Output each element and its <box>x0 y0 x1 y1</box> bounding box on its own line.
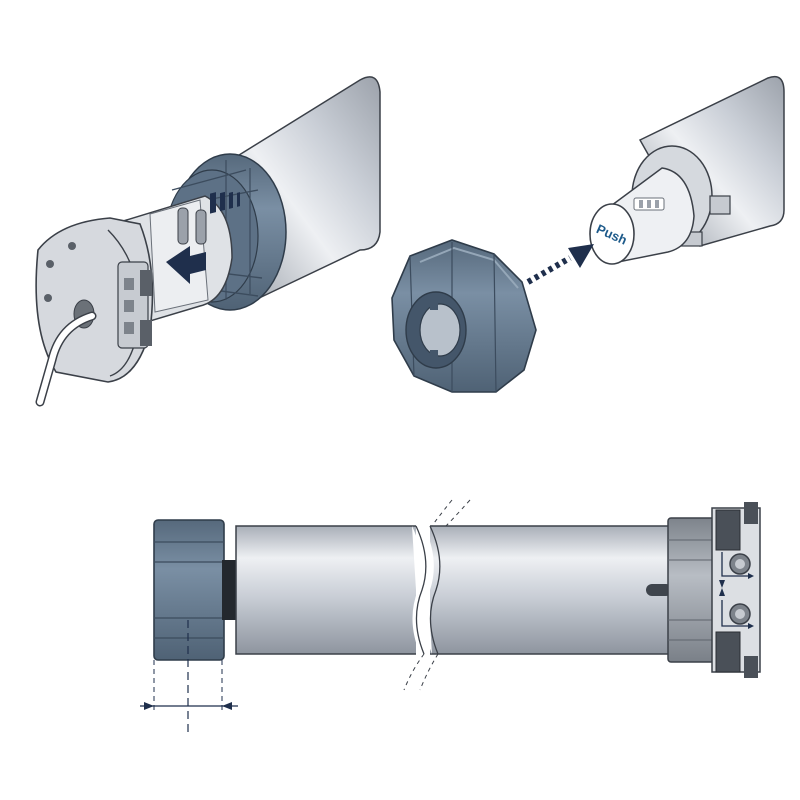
motor-tube-right <box>638 75 785 247</box>
shaft-gap <box>222 560 236 620</box>
tube-break <box>403 499 471 691</box>
insert-arrow-icon <box>526 244 594 285</box>
head-collar <box>667 517 715 663</box>
motor-tube-side <box>235 525 673 655</box>
direction-arrow-icon <box>166 191 240 284</box>
dimension-markers <box>140 620 238 734</box>
adapter-ring-side <box>153 519 225 661</box>
panel-assembled <box>140 499 761 734</box>
motor-head-side <box>711 502 761 678</box>
push-button-icon: Push <box>589 203 635 265</box>
panel-remove-ring <box>35 76 381 407</box>
adapter-ring <box>391 239 537 393</box>
tube-pin <box>646 584 672 596</box>
panel-fit-adapter: Push <box>391 75 785 393</box>
rotation-arrow-icon <box>719 552 754 629</box>
motor-head <box>35 217 154 383</box>
